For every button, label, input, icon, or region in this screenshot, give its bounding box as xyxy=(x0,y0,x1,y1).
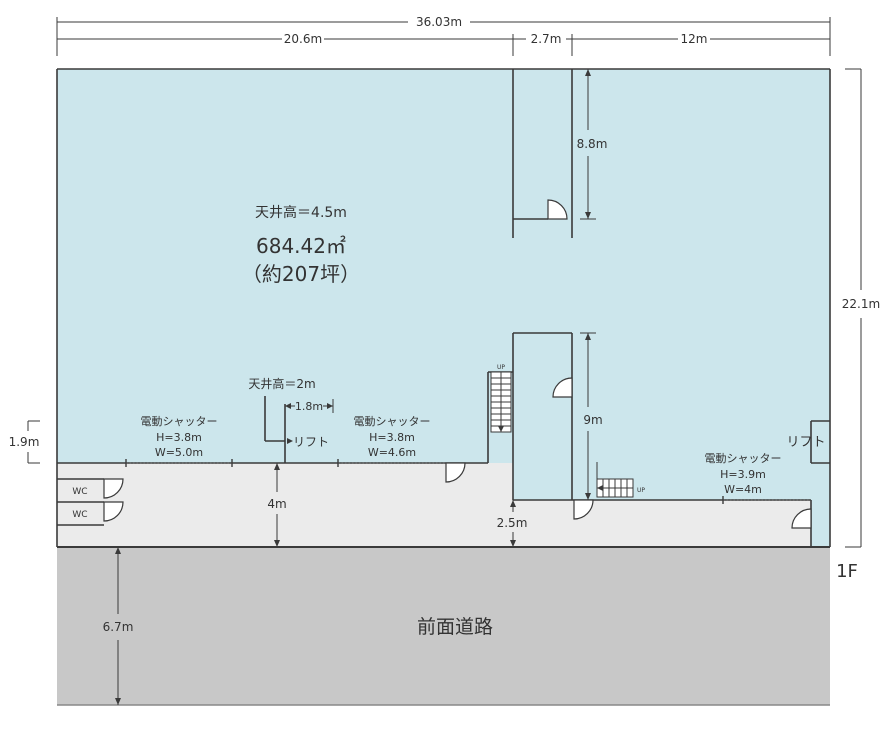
walls xyxy=(56,68,831,706)
door-corridor xyxy=(445,462,466,483)
dim-total-width: 36.03m xyxy=(416,15,462,29)
right-area-lower xyxy=(513,463,830,500)
lift-right-label: リフト xyxy=(786,435,825,450)
ceiling-height: 天井高＝4.5m xyxy=(255,204,347,221)
area-sqm: 684.42㎡ xyxy=(256,234,346,258)
dim-lower-room: 9m xyxy=(583,413,602,427)
road-area xyxy=(57,547,830,705)
stairs-left-up: UP xyxy=(497,364,505,371)
shutters-lines xyxy=(126,462,811,501)
stairs-right-up: UP xyxy=(637,487,645,494)
dim-lift-width: 1.8m xyxy=(295,400,323,413)
area-tsubo: （約207坪） xyxy=(242,262,360,286)
dim-middle-width: 2.7m xyxy=(531,32,562,46)
dim-front-gap: 2.5m xyxy=(497,516,528,530)
arrowheads xyxy=(115,69,603,705)
door-wc-2 xyxy=(103,501,124,522)
dim-road: 6.7m xyxy=(103,620,134,634)
lift-center-label: リフト xyxy=(293,435,329,449)
shutter-3-label: 電動シャッター xyxy=(705,451,782,465)
shutter-2-label: 電動シャッター xyxy=(354,414,431,428)
wc-2-label: WC xyxy=(72,510,87,520)
wc-1-label: WC xyxy=(72,487,87,497)
shutter-2-height: H=3.8m xyxy=(369,431,415,444)
door-wc-1 xyxy=(103,478,124,499)
shutter-1-label: 電動シャッター xyxy=(141,414,218,428)
shutter-1-width: W=5.0m xyxy=(155,446,203,459)
corridor-left xyxy=(57,463,513,547)
door-upper-room xyxy=(547,199,568,220)
shutter-3-height: H=3.9m xyxy=(720,468,766,481)
right-entry xyxy=(811,500,830,547)
floor-label: 1F xyxy=(836,561,858,582)
shutter-2-width: W=4.6m xyxy=(368,446,416,459)
shutter-3-width: W=4m xyxy=(724,483,762,496)
door-front-center xyxy=(573,499,594,520)
dim-left-width: 20.6m xyxy=(284,32,322,46)
dim-left-offset: 1.9m xyxy=(9,435,40,449)
dim-right-width: 12m xyxy=(681,32,708,46)
main-area xyxy=(57,69,830,463)
low-ceiling-label: 天井高＝2m xyxy=(248,376,315,391)
dim-corridor: 4m xyxy=(267,497,286,511)
dim-upper-room: 8.8m xyxy=(577,137,608,151)
shutter-1-height: H=3.8m xyxy=(156,431,202,444)
stairs-left xyxy=(490,371,512,433)
dim-total-depth: 22.1m xyxy=(842,297,880,311)
door-lower-room xyxy=(552,377,573,398)
doors xyxy=(103,199,812,529)
door-right-entry xyxy=(791,508,812,529)
road-label: 前面道路 xyxy=(417,616,493,638)
corridor-right xyxy=(513,500,811,547)
dimension-lines xyxy=(27,17,862,705)
